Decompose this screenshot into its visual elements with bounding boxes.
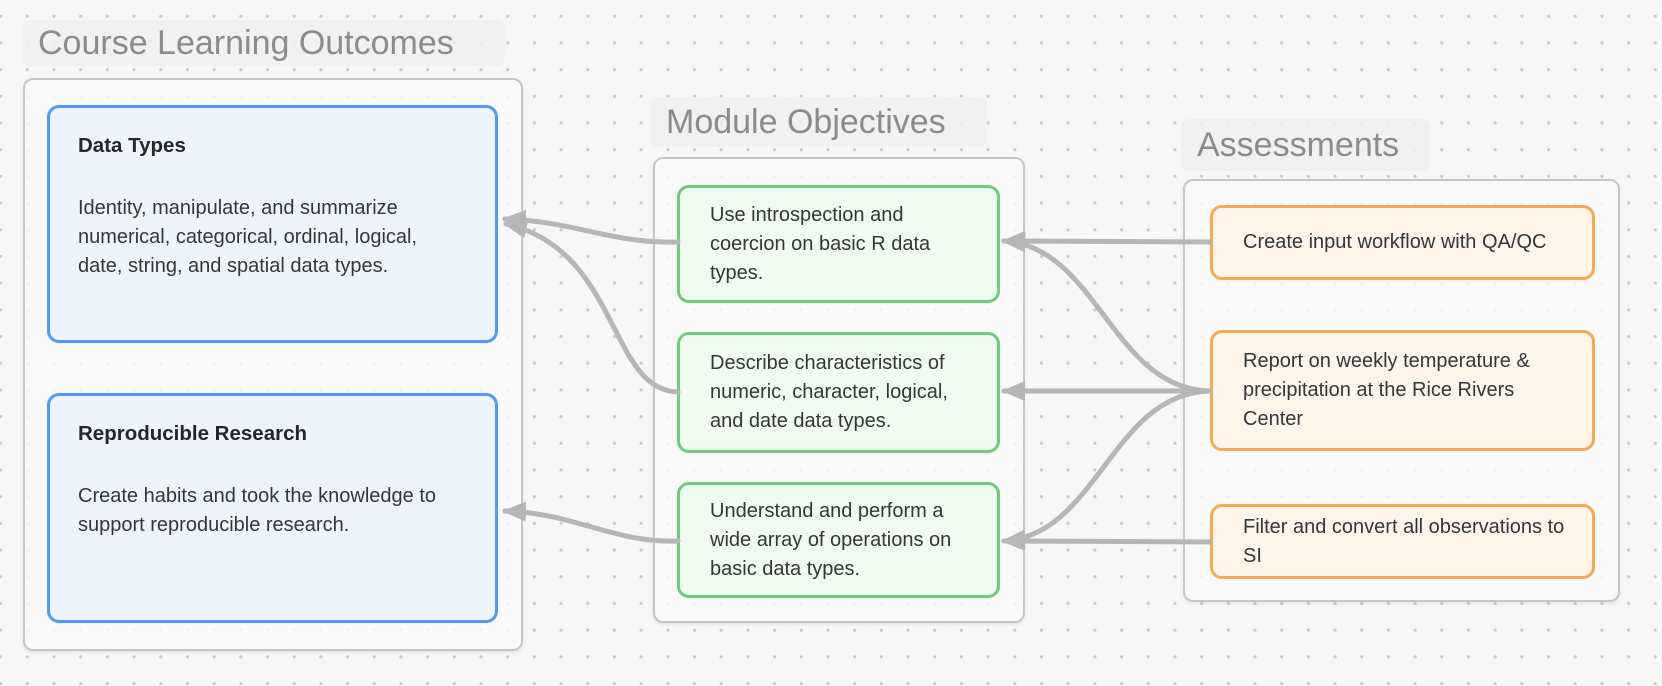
card-module-objective-3[interactable]: Understand and perform a wide array of o…: [677, 482, 1000, 598]
connector-module-objective-3-to-outcome-reproducible-research[interactable]: [502, 501, 681, 544]
card-assessment-1[interactable]: Create input workflow with QA/QC: [1210, 205, 1595, 280]
card-body: Report on weekly temperature & precipita…: [1243, 350, 1530, 430]
heading-course-learning-outcomes[interactable]: Course Learning Outcomes: [22, 20, 505, 66]
card-body: Create input workflow with QA/QC: [1243, 231, 1547, 253]
card-body: Describe characteristics of numeric, cha…: [710, 352, 948, 432]
heading-module-objectives[interactable]: Module Objectives: [650, 97, 987, 147]
card-outcome-reproducible-research[interactable]: Reproducible Research Create habits and …: [47, 393, 498, 623]
card-body: Use introspection and coercion on basic …: [710, 203, 931, 284]
card-outcome-data-types[interactable]: Data Types Identity, manipulate, and sum…: [47, 105, 498, 343]
card-title: Reproducible Research: [78, 422, 307, 445]
card-body: Understand and perform a wide array of o…: [710, 499, 952, 580]
frame-assessments[interactable]: Create input workflow with QA/QC Report …: [1183, 179, 1620, 602]
connector-assessment-2-to-module-objective-3[interactable]: [1001, 388, 1213, 550]
card-body: Filter and convert all observations to S…: [1243, 515, 1565, 567]
connector-assessment-2-to-module-objective-1[interactable]: [1001, 232, 1213, 394]
heading-assessments[interactable]: Assessments: [1181, 119, 1430, 171]
card-assessment-2[interactable]: Report on weekly temperature & precipita…: [1210, 330, 1595, 451]
frame-course-learning-outcomes[interactable]: Data Types Identity, manipulate, and sum…: [23, 78, 523, 651]
connector-assessment-1-to-module-objective-1[interactable]: [1000, 231, 1213, 252]
card-module-objective-2[interactable]: Describe characteristics of numeric, cha…: [677, 332, 1000, 453]
card-assessment-3[interactable]: Filter and convert all observations to S…: [1210, 504, 1595, 579]
connector-assessment-3-to-module-objective-3[interactable]: [1000, 531, 1213, 552]
frame-module-objectives[interactable]: Use introspection and coercion on basic …: [653, 157, 1025, 623]
card-body: Identity, manipulate, and summarize nume…: [78, 197, 418, 277]
card-module-objective-1[interactable]: Use introspection and coercion on basic …: [677, 185, 1000, 303]
connector-module-objective-2-to-outcome-data-types[interactable]: [503, 218, 681, 395]
card-title: Data Types: [78, 134, 186, 157]
card-body: Create habits and took the knowledge to …: [78, 485, 437, 536]
